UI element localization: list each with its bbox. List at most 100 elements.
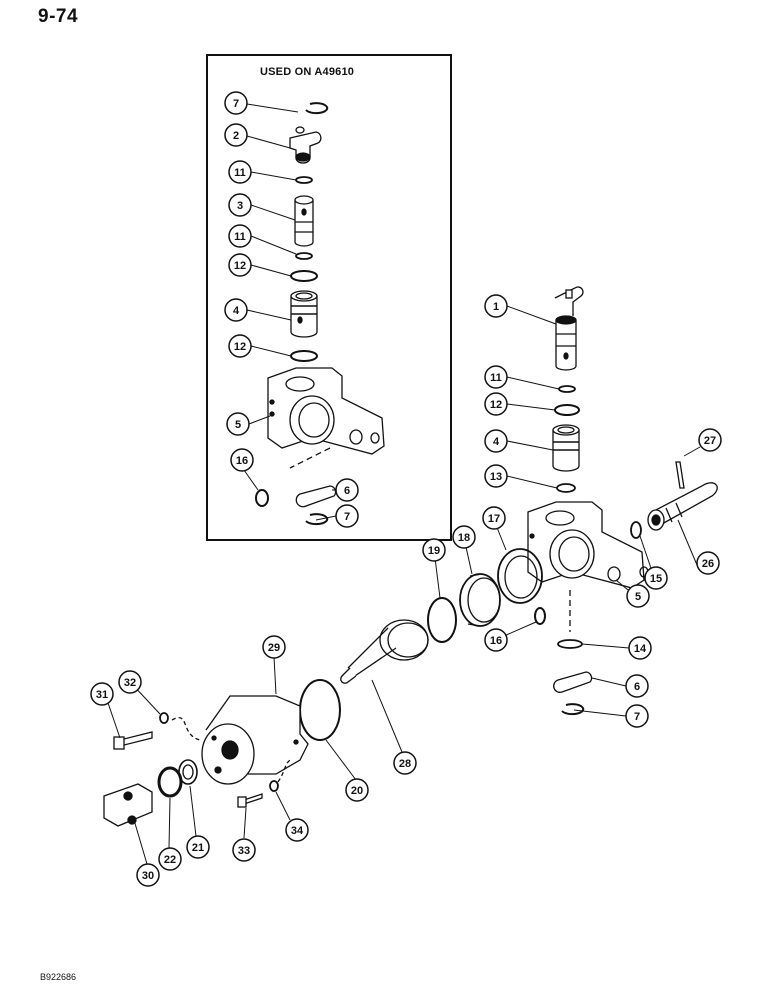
svg-text:12: 12: [234, 341, 246, 353]
svg-text:4: 4: [493, 436, 500, 448]
svg-text:16: 16: [236, 455, 248, 467]
callout-16: 16: [230, 448, 254, 472]
figure-code: B922686: [40, 972, 77, 982]
svg-text:12: 12: [490, 399, 502, 411]
callout-19: 19: [422, 538, 446, 562]
callout-30: 30: [136, 863, 160, 887]
part-piston: [340, 619, 429, 684]
svg-text:16: 16: [490, 635, 502, 647]
svg-text:22: 22: [164, 854, 176, 866]
part-lever: [289, 126, 322, 164]
part-o-ring: [295, 176, 313, 184]
callout-20: 20: [345, 778, 369, 802]
callout-21: 21: [186, 835, 210, 859]
part-o-ring: [630, 521, 642, 539]
assembly-line: [289, 447, 331, 469]
part-snap-ring: [561, 703, 585, 716]
part-plate: [553, 671, 593, 693]
svg-text:27: 27: [704, 435, 716, 447]
part-cylinder: [201, 695, 309, 785]
part-snap-ring: [305, 513, 329, 526]
svg-text:26: 26: [702, 558, 714, 570]
part-plate: [295, 485, 337, 508]
callout-6: 6: [625, 674, 649, 698]
callout-11: 11: [228, 224, 252, 248]
callout-5: 5: [626, 584, 650, 608]
inset-caption: USED ON A49610: [260, 66, 355, 78]
svg-text:33: 33: [238, 845, 250, 857]
callout-32: 32: [118, 670, 142, 694]
svg-text:19: 19: [428, 545, 440, 557]
part-screw: [237, 793, 263, 808]
part-sleeve: [290, 290, 318, 338]
part-seal-ring: [290, 350, 318, 362]
svg-text:31: 31: [96, 689, 108, 701]
callout-18: 18: [452, 525, 476, 549]
part-seal-ring: [290, 270, 318, 282]
svg-text:6: 6: [344, 485, 350, 497]
part-lock-washer: [159, 712, 169, 724]
svg-text:12: 12: [234, 260, 246, 272]
callout-28: 28: [393, 751, 417, 775]
callout-11: 11: [484, 365, 508, 389]
part-o-ring: [295, 252, 313, 260]
svg-text:21: 21: [192, 842, 204, 854]
part-o-ring: [255, 489, 269, 507]
callout-34: 34: [285, 818, 309, 842]
leader-lines: [105, 103, 701, 865]
svg-text:1: 1: [493, 301, 499, 313]
svg-text:7: 7: [634, 711, 640, 723]
callout-15: 15: [644, 566, 668, 590]
svg-text:30: 30: [142, 870, 154, 882]
assembly-line: [171, 717, 201, 741]
svg-text:2: 2: [233, 130, 239, 142]
part-sleeve: [552, 424, 580, 472]
part-o-ring: [534, 607, 546, 625]
callout-7: 7: [625, 704, 649, 728]
svg-text:20: 20: [351, 785, 363, 797]
part-o-ring: [556, 483, 576, 493]
callout-31: 31: [90, 682, 114, 706]
callout-13: 13: [484, 464, 508, 488]
svg-text:7: 7: [344, 511, 350, 523]
callout-1: 1: [484, 294, 508, 318]
svg-text:18: 18: [458, 532, 470, 544]
inset-frame: [206, 54, 452, 541]
part-o-ring: [299, 679, 341, 741]
part-clevis: [103, 783, 153, 827]
assembly-line: [277, 759, 291, 783]
callout-12: 12: [228, 334, 252, 358]
svg-text:6: 6: [634, 681, 640, 693]
svg-text:34: 34: [291, 825, 304, 837]
svg-text:4: 4: [233, 305, 240, 317]
svg-text:14: 14: [634, 643, 647, 655]
callout-12: 12: [228, 253, 252, 277]
callout-3: 3: [228, 193, 252, 217]
part-washer: [269, 780, 279, 792]
part-o-ring: [427, 597, 457, 643]
part-bearing-ring: [497, 548, 543, 604]
callout-2: 2: [224, 123, 248, 147]
callout-29: 29: [262, 635, 286, 659]
part-seal-ring: [554, 404, 580, 416]
svg-text:13: 13: [490, 471, 502, 483]
part-input-shaft: [647, 482, 718, 531]
svg-text:11: 11: [234, 231, 246, 243]
callout-6: 6: [335, 478, 359, 502]
callout-11: 11: [228, 160, 252, 184]
svg-text:15: 15: [650, 573, 662, 585]
callout-27: 27: [698, 428, 722, 452]
part-bolt: [113, 731, 153, 750]
svg-text:5: 5: [235, 419, 241, 431]
part-pin: [675, 461, 685, 489]
callout-22: 22: [158, 847, 182, 871]
callout-26: 26: [696, 551, 720, 575]
part-shaft: [294, 195, 314, 247]
svg-text:32: 32: [124, 677, 136, 689]
callout-17: 17: [482, 506, 506, 530]
part-valve-housing: [267, 367, 385, 455]
svg-text:28: 28: [399, 758, 411, 770]
part-bushing: [459, 573, 501, 627]
part-spring-ring: [157, 766, 183, 798]
